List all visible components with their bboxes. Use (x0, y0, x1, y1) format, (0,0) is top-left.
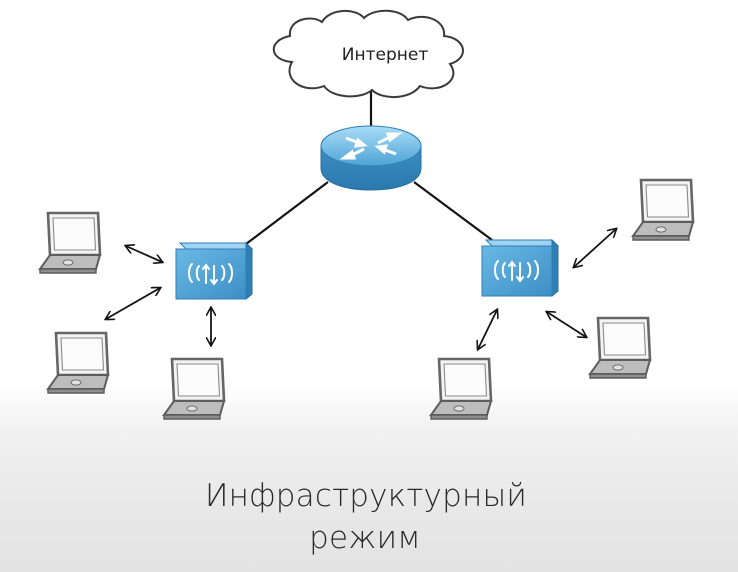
access-point-left-icon (175, 241, 254, 301)
link-router-ap-left (245, 181, 329, 245)
cloud-label: Интернет (342, 45, 429, 65)
internet-cloud: Интернет (272, 9, 464, 98)
wireless-arrow-6 (547, 312, 586, 337)
laptop-icon-left-top (38, 211, 102, 275)
caption-line-2: режим (309, 520, 421, 556)
laptop-icon-right-center (429, 357, 493, 421)
link-router-ap-right (413, 181, 493, 241)
router-icon (320, 125, 422, 191)
caption-line-1: Инфраструктурный (205, 478, 527, 514)
wireless-arrow-4 (574, 229, 616, 267)
wireless-arrow-1 (126, 246, 162, 262)
wireless-arrow-2 (106, 288, 160, 319)
laptop-icon-right-bottom (588, 316, 652, 380)
access-point-right-icon (481, 238, 560, 298)
laptop-icon-left-bottom (46, 331, 110, 395)
laptop-icon-left-center (162, 357, 226, 421)
wireless-arrow-5 (478, 310, 497, 349)
laptop-icon-right-top (631, 178, 695, 242)
